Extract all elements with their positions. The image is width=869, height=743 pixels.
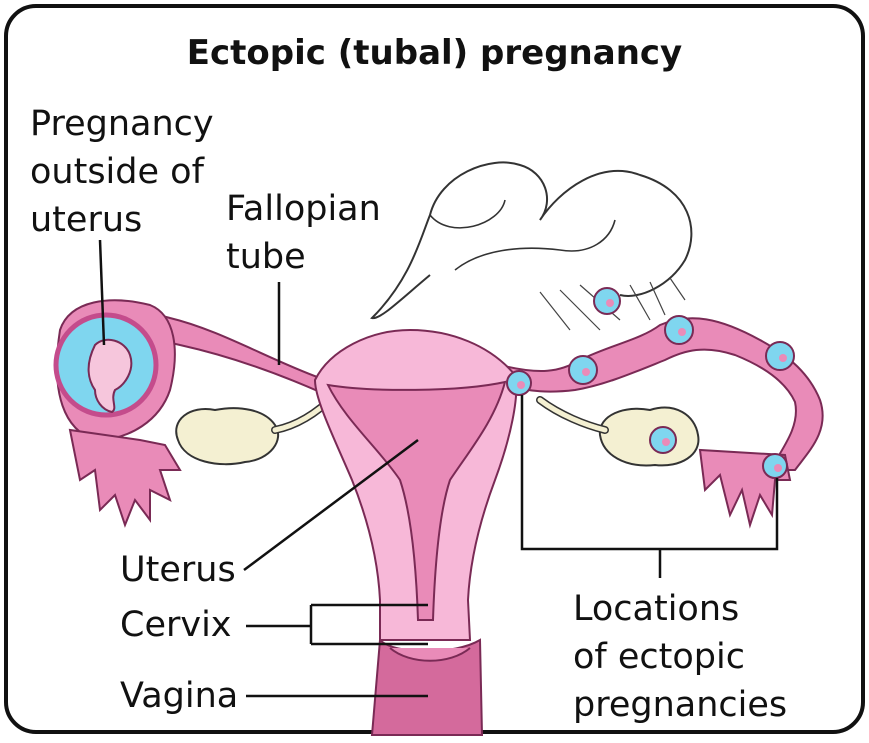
label-vagina: Vagina bbox=[120, 676, 238, 716]
label-locations-line3: pregnancies bbox=[573, 685, 787, 725]
left-ovary bbox=[176, 408, 278, 464]
right-ovary bbox=[600, 408, 699, 466]
diagram-title: Ectopic (tubal) pregnancy bbox=[0, 33, 869, 73]
label-pregnancy-outside-line2: outside of bbox=[30, 152, 204, 192]
label-locations-line2: of ectopic bbox=[573, 637, 745, 677]
label-locations-line1: Locations bbox=[573, 589, 739, 629]
label-cervix: Cervix bbox=[120, 605, 232, 645]
label-fallopian-tube-line2: tube bbox=[226, 237, 306, 277]
label-pregnancy-outside-line3: uterus bbox=[30, 200, 142, 240]
label-fallopian-tube-line1: Fallopian bbox=[226, 189, 381, 229]
label-pregnancy-outside-line1: Pregnancy bbox=[30, 104, 214, 144]
label-uterus: Uterus bbox=[120, 550, 236, 590]
